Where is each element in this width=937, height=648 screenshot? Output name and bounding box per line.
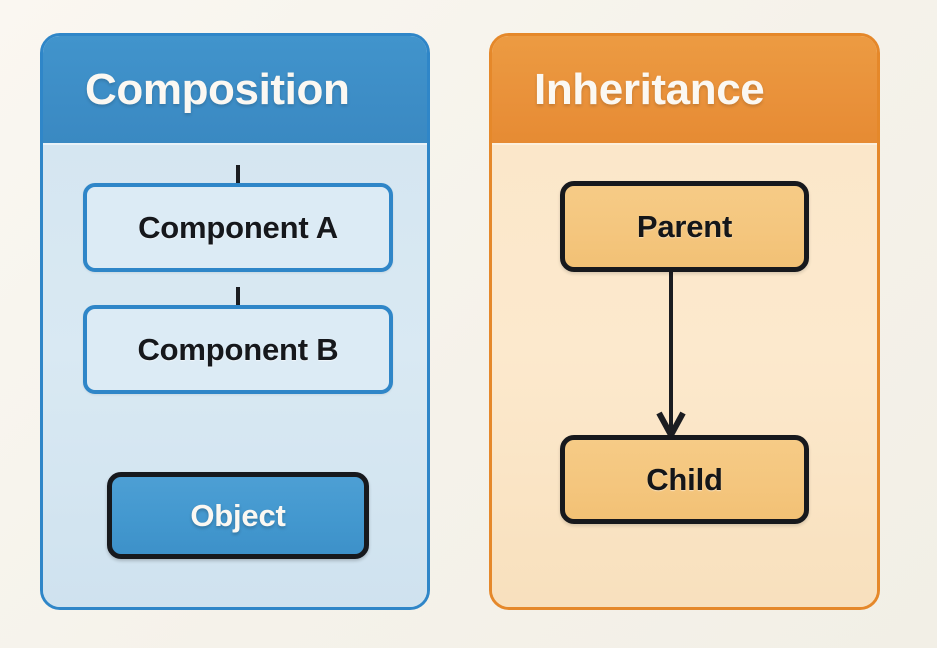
composition-panel: Composition Component A Component B Obje… xyxy=(40,33,430,610)
composition-panel-title: Composition xyxy=(85,64,350,114)
node-component-b[interactable]: Component B xyxy=(83,305,393,394)
node-component-a[interactable]: Component A xyxy=(83,183,393,272)
node-child[interactable]: Child xyxy=(560,435,809,524)
node-component-b-label: Component B xyxy=(137,332,339,367)
node-component-a-label: Component A xyxy=(138,210,338,245)
inheritance-panel-title: Inheritance xyxy=(534,64,765,114)
node-parent[interactable]: Parent xyxy=(560,181,809,272)
node-object[interactable]: Object xyxy=(107,472,369,559)
connector-parent-to-child-arrow xyxy=(656,265,686,442)
node-child-label: Child xyxy=(646,462,723,497)
inheritance-panel: Inheritance Parent Child xyxy=(489,33,880,610)
node-object-label: Object xyxy=(190,498,286,533)
inheritance-panel-header: Inheritance xyxy=(492,36,877,143)
composition-panel-header: Composition xyxy=(43,36,427,143)
node-parent-label: Parent xyxy=(636,209,733,244)
